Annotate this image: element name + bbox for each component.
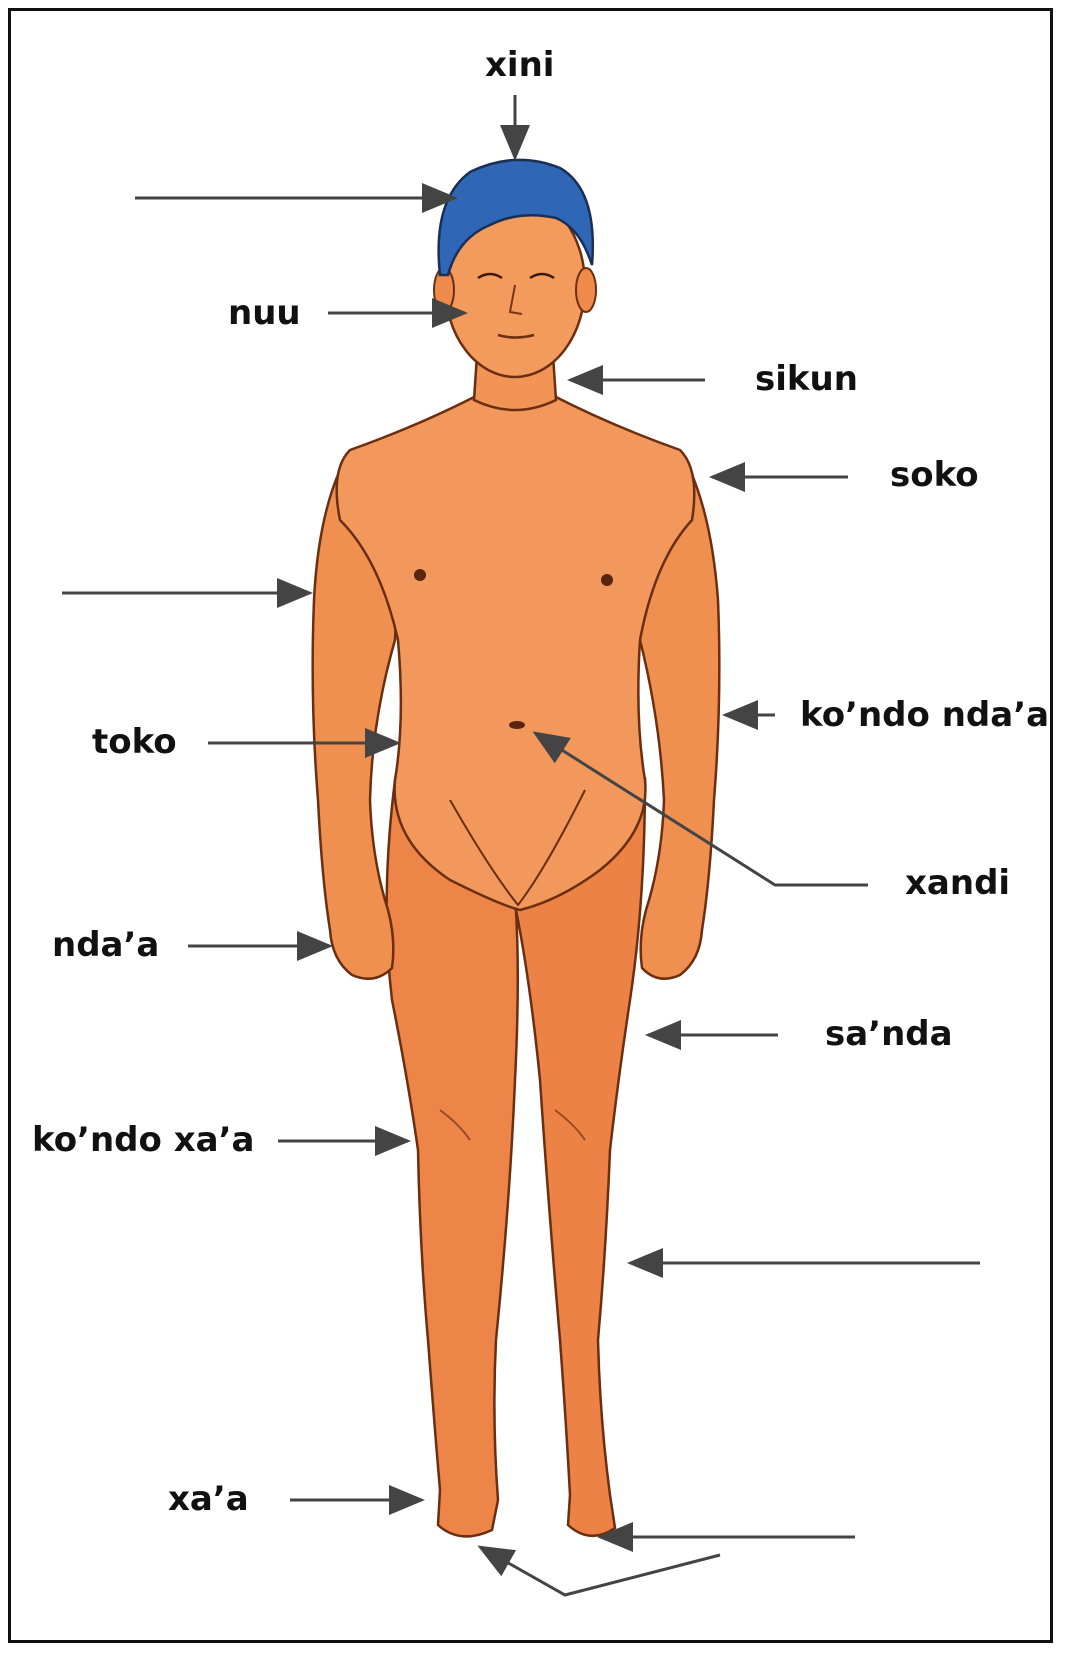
label-xini: xini bbox=[485, 48, 554, 82]
label-sanda: sa’nda bbox=[825, 1017, 953, 1051]
label-nuu: nuu bbox=[228, 296, 301, 330]
label-nda: nda’a bbox=[52, 928, 159, 962]
label-kondo-nda: ko’ndo nda’a bbox=[800, 698, 1049, 732]
right-ear bbox=[576, 268, 596, 312]
right-nipple bbox=[601, 574, 613, 586]
arrow-toe-left bbox=[480, 1547, 720, 1595]
label-kondo-xa: ko’ndo xa’a bbox=[32, 1123, 254, 1157]
left-nipple bbox=[414, 569, 426, 581]
label-toko: toko bbox=[92, 725, 177, 759]
label-xa: xa’a bbox=[168, 1482, 249, 1516]
label-xandi: xandi bbox=[905, 866, 1010, 900]
navel bbox=[509, 721, 525, 729]
label-sikun: sikun bbox=[755, 362, 858, 396]
human-figure bbox=[313, 160, 720, 1537]
label-soko: soko bbox=[890, 458, 979, 492]
